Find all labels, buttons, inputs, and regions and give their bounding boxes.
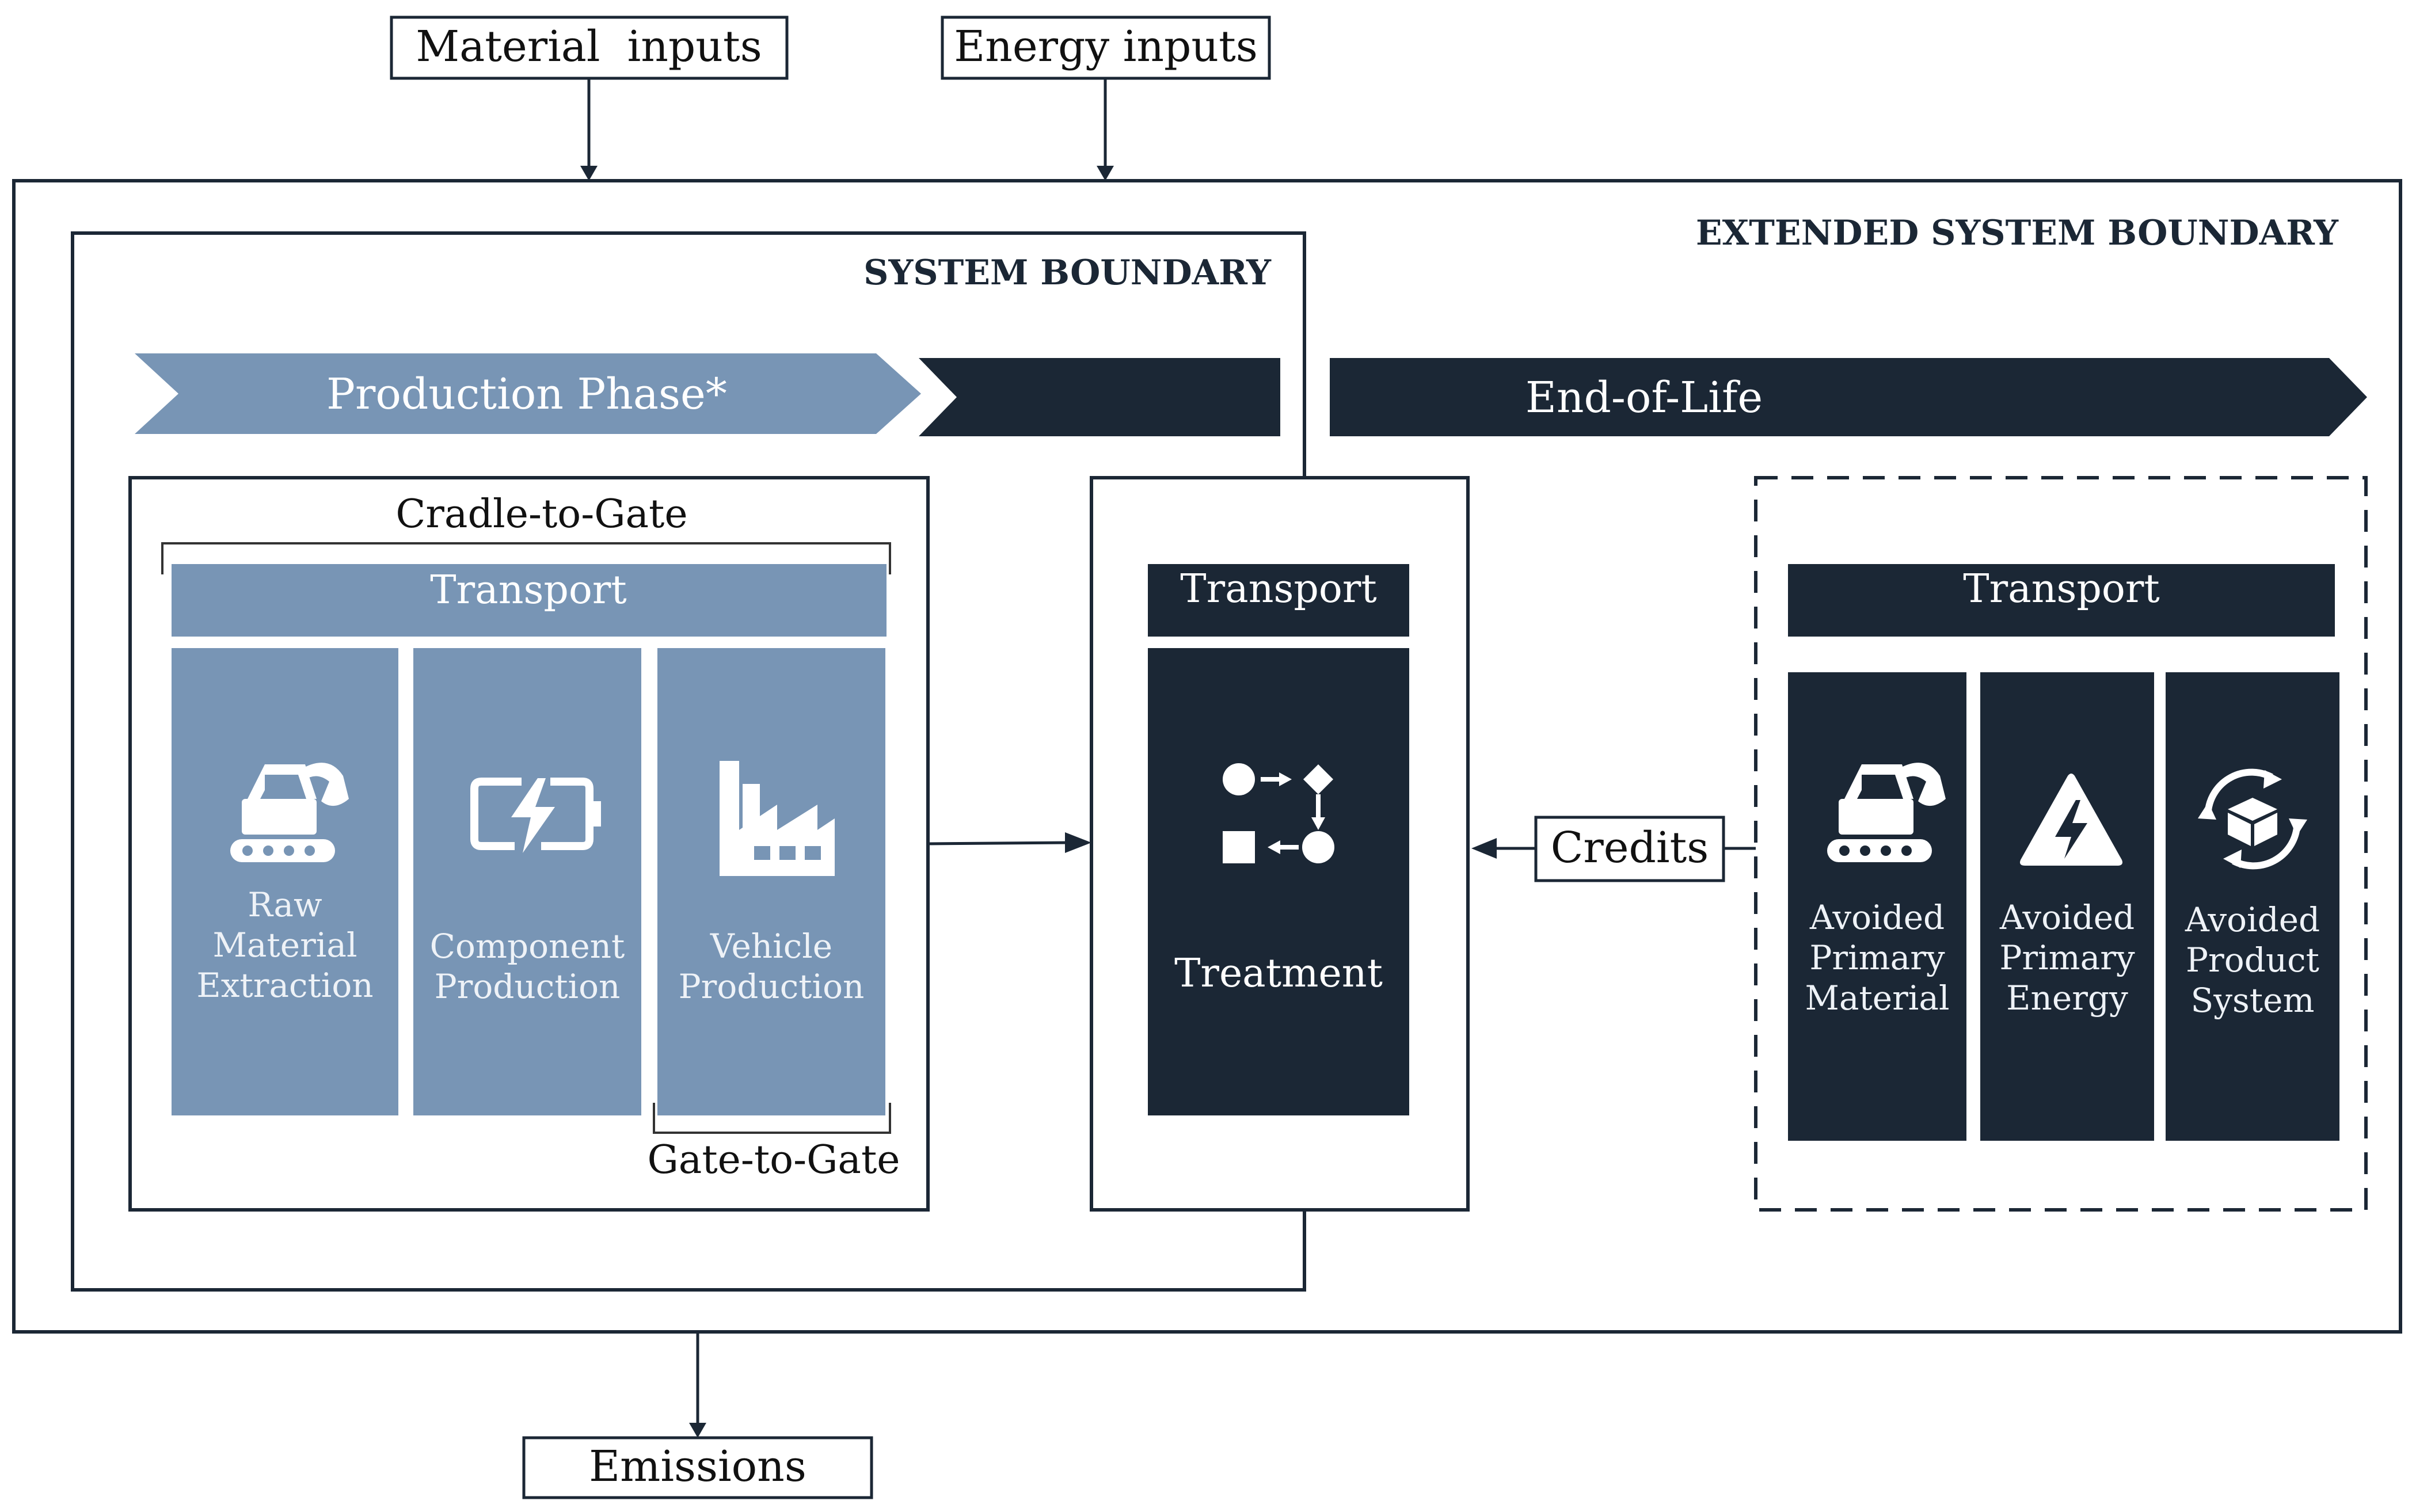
avoided-primary-material-card: [1788, 672, 1966, 1141]
battery-icon: [470, 778, 601, 853]
avoided-product-system-card: [2166, 672, 2339, 1141]
gate-to-gate-label: Gate-to-Gate: [647, 1137, 900, 1183]
production-to-treatment-arrowhead: [1065, 832, 1091, 853]
emissions-arrowhead: [689, 1423, 706, 1438]
recycle-box-icon: [2198, 768, 2307, 870]
avoided-transport-bar: [1788, 564, 2335, 637]
material-inputs-box: [390, 16, 789, 80]
energy-inputs-box: [941, 16, 1271, 80]
cradle-to-gate-bracket: [161, 542, 891, 574]
excavator-icon: [1827, 763, 1946, 862]
production-phase-banner: [135, 353, 921, 434]
excavator-icon: [230, 763, 349, 862]
system-boundary-title: SYSTEM BOUNDARY: [863, 253, 1272, 293]
treatment-transport-bar: [1148, 564, 1409, 637]
end-of-life-label: End-of-Life: [1525, 373, 1763, 422]
production-transport-bar: [172, 564, 887, 637]
avoided-burdens-box: [1754, 476, 2368, 1212]
treatment-card: [1148, 648, 1409, 1115]
credits-label: Credits: [1551, 823, 1709, 873]
material-inputs-arrowhead: [580, 166, 598, 181]
extended-system-boundary-box: [12, 179, 2402, 1334]
raw-material-extraction-card: [172, 648, 398, 1115]
gate-to-gate-bracket: [653, 1103, 891, 1134]
emissions-label: Emissions: [589, 1442, 806, 1491]
factory-icon: [720, 761, 835, 876]
extended-system-boundary-title: EXTENDED SYSTEM BOUNDARY: [1696, 213, 2339, 253]
treatment-label: Treatment: [1174, 951, 1383, 996]
avoided-primary-energy-card: [1980, 672, 2154, 1141]
treatment-transport-label: Transport: [1180, 566, 1376, 612]
emissions-box: [522, 1436, 873, 1499]
cradle-to-gate-label: Cradle-to-Gate: [395, 492, 687, 537]
material-inputs-label: Material inputs: [416, 22, 762, 71]
high-voltage-icon: [2020, 774, 2122, 866]
vehicle-production-card: [657, 648, 885, 1115]
energy-inputs-label: Energy inputs: [954, 22, 1258, 71]
process-flow-icon: [1223, 763, 1334, 863]
energy-inputs-arrowhead: [1097, 166, 1114, 181]
production-phase-dark-banner: [919, 358, 1280, 436]
credits-box: [1534, 816, 1725, 882]
production-phase-label: Production Phase*: [326, 370, 727, 419]
credits-arrowhead: [1471, 838, 1497, 859]
avoided-transport-label: Transport: [1963, 566, 2159, 612]
component-production-card: [413, 648, 641, 1115]
production-to-treatment-arrow: [927, 841, 1070, 845]
production-transport-label: Transport: [430, 568, 626, 613]
end-of-life-banner: [1330, 358, 2367, 436]
